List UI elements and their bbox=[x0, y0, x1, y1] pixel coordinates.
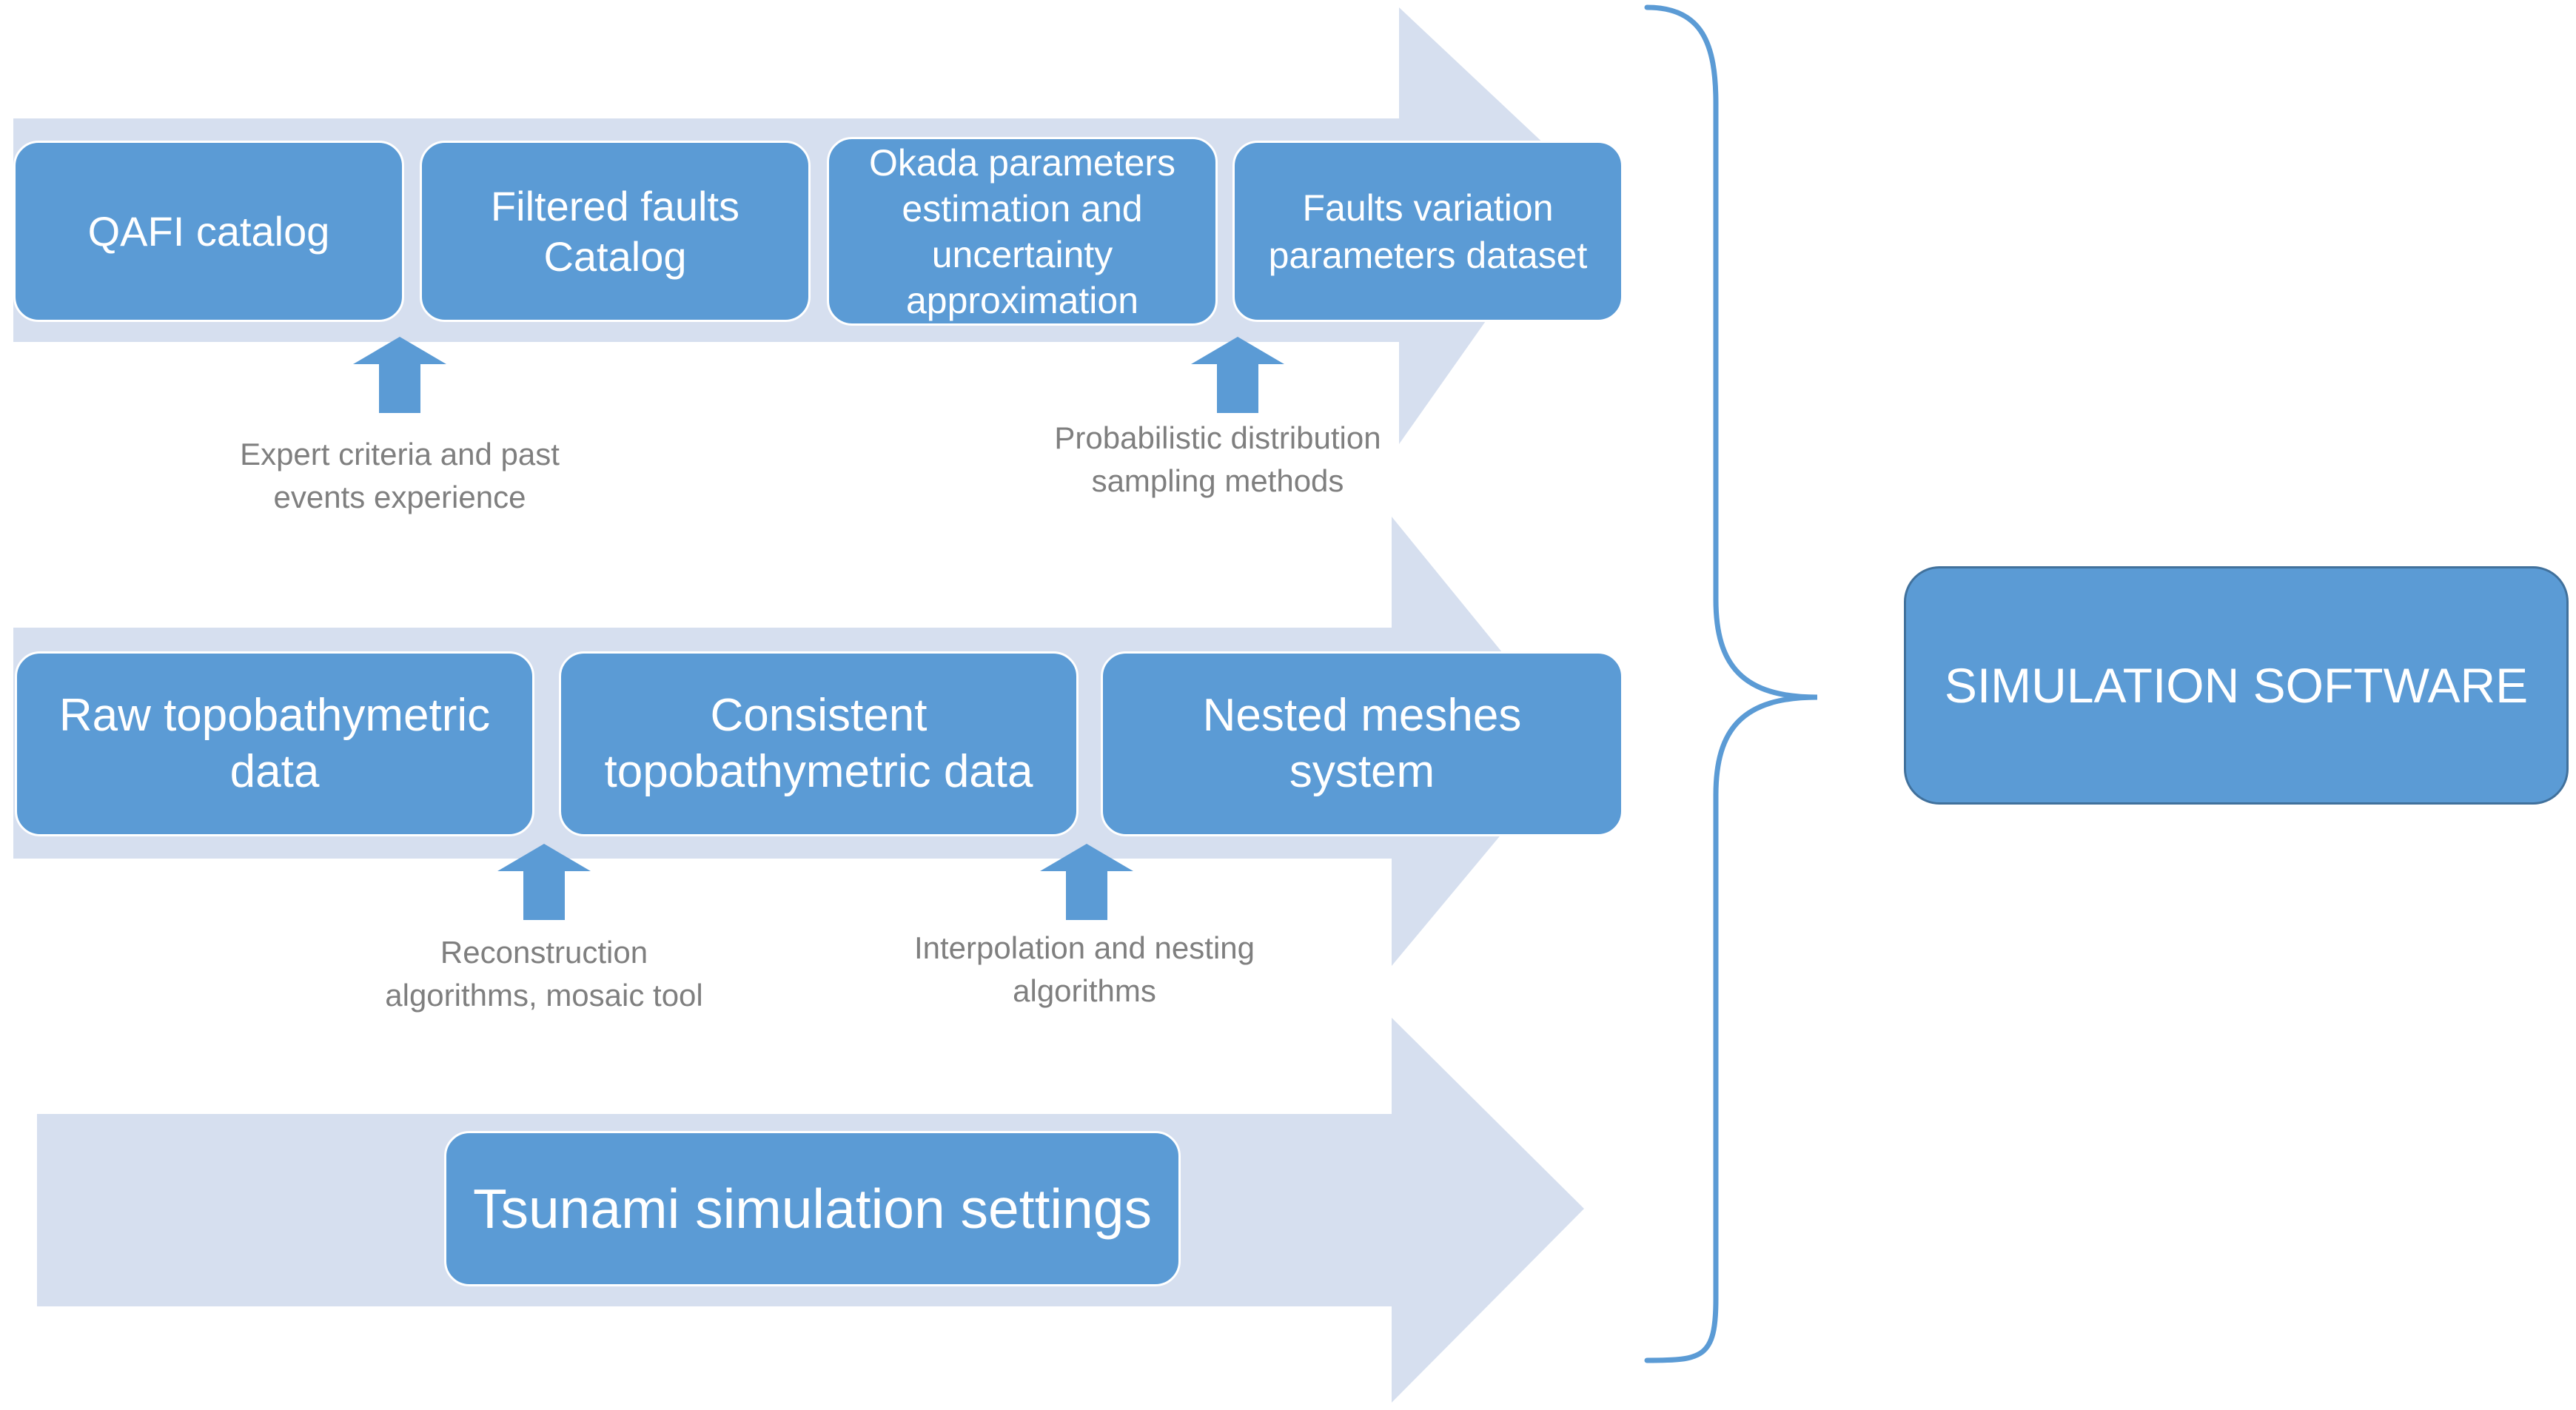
consistent-topobathymetric-data-box: Consistent topobathymetric data bbox=[559, 651, 1079, 836]
nested-meshes-system-box: Nested meshes system bbox=[1101, 651, 1623, 836]
row1-up-arrow-1 bbox=[353, 337, 446, 413]
row2-up-arrow-1 bbox=[497, 844, 591, 920]
simulation-software-box: SIMULATION SOFTWARE bbox=[1904, 566, 2569, 805]
curly-brace bbox=[1644, 4, 1818, 1363]
tsunami-simulation-settings-box: Tsunami simulation settings bbox=[444, 1131, 1181, 1286]
row1-note-expert-criteria: Expert criteria and past events experien… bbox=[240, 437, 560, 514]
row1-note-probabilistic-sampling: Probabilistic distribution sampling meth… bbox=[1054, 420, 1381, 498]
okada-parameters-box: Okada parameters estimation and uncertai… bbox=[827, 137, 1218, 326]
row2-up-arrow-2 bbox=[1040, 844, 1133, 920]
filtered-faults-catalog-box: Filtered faults Catalog bbox=[420, 141, 811, 322]
row2-note-reconstruction: Reconstruction algorithms, mosaic tool bbox=[385, 935, 703, 1013]
qafi-catalog-box: QAFI catalog bbox=[13, 141, 404, 322]
row2-note-interpolation-nesting: Interpolation and nesting algorithms bbox=[913, 930, 1255, 1008]
faults-variation-dataset-box: Faults variation parameters dataset bbox=[1232, 141, 1623, 322]
raw-topobathymetric-data-box: Raw topobathymetric data bbox=[15, 651, 534, 836]
row1-up-arrow-2 bbox=[1191, 337, 1284, 413]
